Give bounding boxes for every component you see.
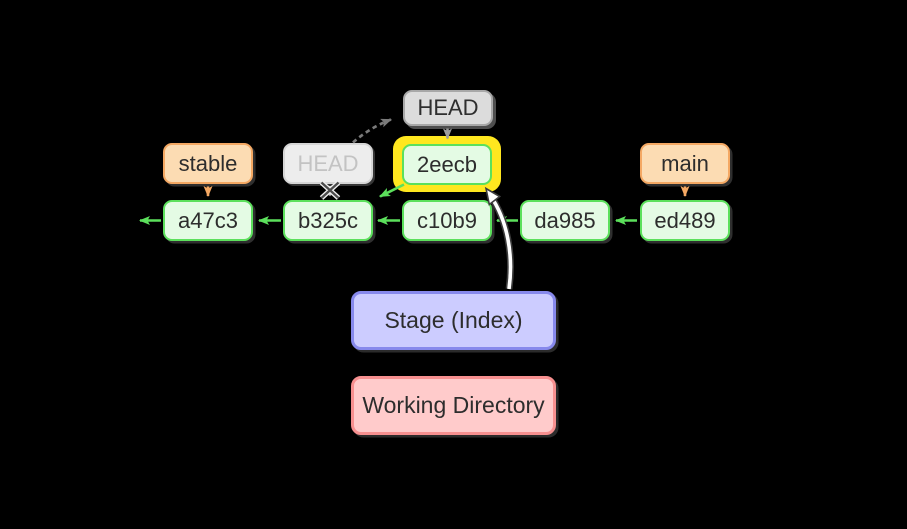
arrow-old-head-to-head-dashed [352, 118, 392, 144]
commit-b325c-label: b325c [298, 207, 358, 233]
old-head-node: HEAD [283, 143, 373, 184]
commit-da985-node: da985 [520, 200, 610, 241]
branch-main-label: main [661, 150, 709, 176]
working-directory-label: Working Directory [362, 392, 545, 418]
commit-2eecb-node: 2eecb [402, 144, 492, 185]
commit-a47c3-label: a47c3 [178, 207, 238, 233]
stage-index-label: Stage (Index) [384, 307, 523, 333]
working-directory-node: Working Directory [351, 376, 556, 435]
cross-out-mark [319, 180, 341, 200]
commit-c10b9-label: c10b9 [417, 207, 477, 233]
commit-a47c3-node: a47c3 [163, 200, 253, 241]
branch-stable-node: stable [163, 143, 253, 184]
commit-b325c-node: b325c [283, 200, 373, 241]
head-pointer-label: HEAD [417, 95, 479, 120]
branch-main-node: main [640, 143, 730, 184]
branch-stable-label: stable [178, 150, 238, 176]
commit-ed489-node: ed489 [640, 200, 730, 241]
commit-ed489-label: ed489 [654, 207, 716, 233]
commit-2eecb-label: 2eecb [417, 151, 477, 177]
commit-da985-label: da985 [534, 207, 596, 233]
head-pointer-node: HEAD [403, 90, 493, 126]
stage-index-node: Stage (Index) [351, 291, 556, 350]
commit-c10b9-node: c10b9 [402, 200, 492, 241]
old-head-label: HEAD [297, 150, 359, 176]
